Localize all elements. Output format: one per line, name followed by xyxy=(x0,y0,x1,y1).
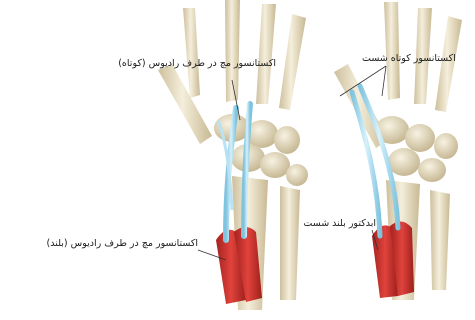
label-ecrl: اکستانسور مچ در طرف رادیوس (بلند) xyxy=(2,238,198,250)
left-thumb-bone xyxy=(158,64,212,144)
left-carpal-bone xyxy=(260,152,290,178)
left-finger-bone xyxy=(256,4,276,104)
right-carpal-bone xyxy=(418,158,446,182)
label-ecrb: اکستانسور مچ در طرف رادیوس (کوتاه) xyxy=(96,58,276,70)
left-finger-bone xyxy=(279,14,306,110)
label-apl: ابدکتور بلند شست xyxy=(268,218,376,230)
left-finger-bone xyxy=(183,8,200,98)
right-carpal-bone xyxy=(405,124,435,152)
right-carpal-bone xyxy=(434,133,458,159)
left-ulna-bone xyxy=(280,186,300,300)
left-finger-bone xyxy=(225,0,240,102)
right-hand xyxy=(334,2,462,300)
left-hand xyxy=(158,0,308,310)
leader-line-epb-2 xyxy=(382,66,386,96)
right-carpal-bone xyxy=(388,148,420,176)
left-carpal-bone xyxy=(286,164,308,186)
left-carpal-bone xyxy=(274,126,300,154)
right-ulna-bone xyxy=(430,190,450,290)
right-finger-bone xyxy=(384,2,400,100)
label-epb: اکستانسور کوتاه شست xyxy=(362,53,474,65)
